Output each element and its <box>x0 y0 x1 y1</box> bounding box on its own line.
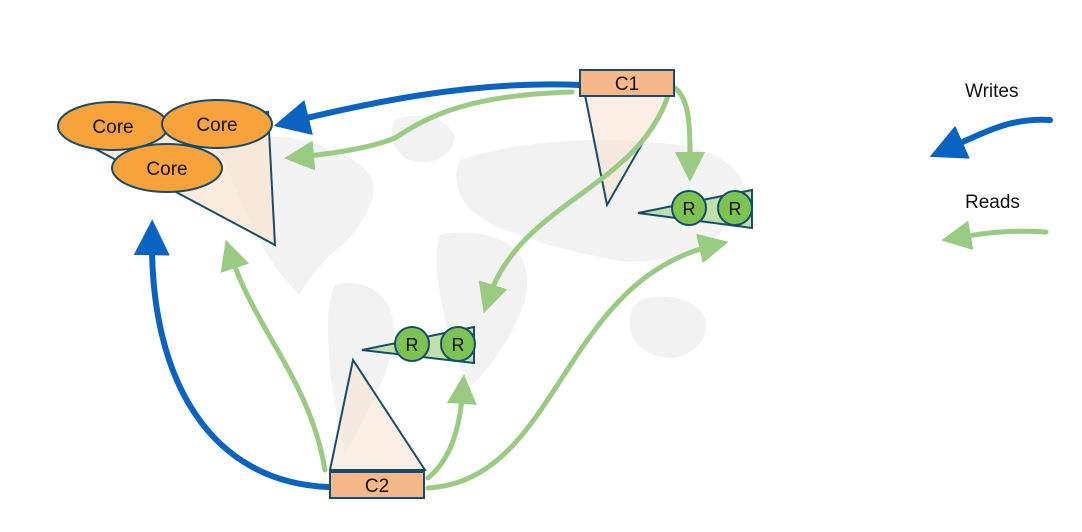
core-node <box>161 99 273 149</box>
core-label: Core <box>146 159 187 180</box>
client-box <box>329 471 425 499</box>
map-europe-asia <box>456 140 745 262</box>
replica-group: R R <box>361 325 476 365</box>
client-label: C1 <box>615 74 639 95</box>
read-arrow-c1-to-replica-right <box>672 85 705 182</box>
client-c2: C2 <box>329 471 425 499</box>
read-arrow-c1-to-replica-middle <box>478 87 673 314</box>
replica-group: R R <box>637 188 753 230</box>
replica-label: R <box>406 335 419 355</box>
map-greenland <box>391 115 455 163</box>
replica-label: R <box>683 199 696 219</box>
world-map <box>220 115 745 455</box>
core-label: Core <box>196 115 237 136</box>
read-arrow-c1-to-core <box>284 89 575 171</box>
client-box <box>579 69 675 97</box>
legend-writes-arrow <box>929 116 1053 159</box>
read-arrow-c2-to-replica-middle <box>425 374 477 481</box>
read-arrows <box>220 85 729 491</box>
core-node <box>111 143 223 193</box>
read-arrow-c2-to-replica-right <box>425 233 729 491</box>
replica-node <box>394 326 430 362</box>
c2-cone <box>328 357 427 471</box>
legend: Writes Reads <box>929 81 1053 251</box>
replica-node <box>440 326 476 362</box>
write-arrows <box>133 81 583 490</box>
legend-reads-arrow <box>941 220 1049 251</box>
legend-reads-label: Reads <box>965 192 1020 213</box>
core-label: Core <box>92 117 133 138</box>
read-arrow-c2-to-core <box>220 239 328 473</box>
legend-writes-label: Writes <box>965 81 1018 102</box>
write-arrow-c1-to-core <box>273 81 583 135</box>
replica-node <box>717 190 753 226</box>
client-c1: C1 <box>579 69 675 97</box>
replica-label: R <box>729 199 742 219</box>
client-label: C2 <box>365 476 389 497</box>
core-cluster: Core Core Core <box>57 99 273 193</box>
map-australia <box>629 296 706 358</box>
write-arrow-c2-to-core <box>133 219 331 490</box>
replica-node <box>671 190 707 226</box>
replica-label: R <box>452 335 465 355</box>
